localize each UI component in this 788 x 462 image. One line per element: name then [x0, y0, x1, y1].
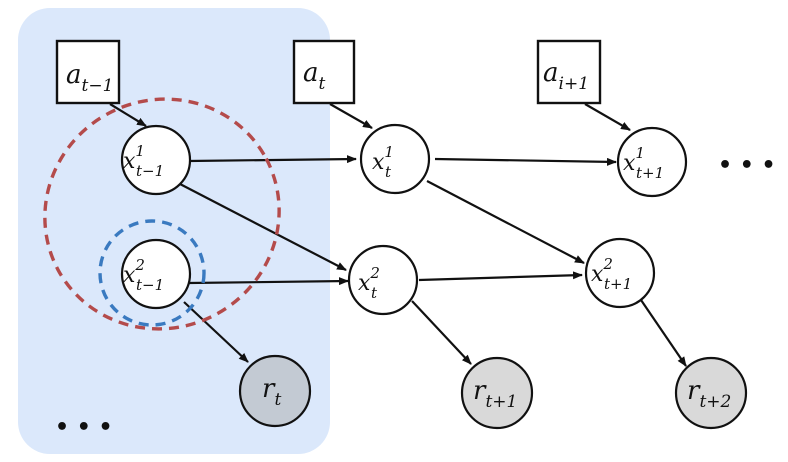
label-base: x: [123, 149, 136, 174]
label-base: r: [687, 376, 701, 406]
state-node-x2_tm1: x2 t−1: [120, 238, 192, 310]
state-node-x1_t: x1 t: [359, 123, 431, 195]
edge-x2_tm1-to-x2_t: [188, 277, 349, 286]
reward-node-r_tp1: rt+1: [460, 356, 534, 430]
label-sub: t+1: [485, 392, 517, 412]
label-base: r: [262, 374, 276, 404]
label-sup: 1: [635, 144, 645, 162]
label-sub: t−1: [82, 76, 114, 96]
edge-a_tp1-to-x1_tp1: [584, 103, 631, 131]
label-sup: 2: [602, 255, 613, 273]
red-dashed-grouping: [43, 97, 281, 331]
label-base: x: [591, 262, 604, 287]
label-sub: t+2: [699, 392, 731, 412]
svg-text:ai+1: ai+1: [543, 58, 589, 94]
label-sup: 2: [369, 264, 380, 282]
action-node-a_tp1: ai+1: [536, 39, 602, 105]
action-node-a_tm1: at−1: [55, 39, 121, 105]
state-node-x2_tp1: x2 t+1: [584, 237, 656, 309]
label-base: a: [543, 58, 559, 88]
svg-text:rt+2: rt+2: [687, 376, 731, 412]
label-sub: t−1: [136, 276, 164, 294]
label-sub: t+1: [604, 275, 632, 293]
ellipsis-right: • • •: [718, 153, 776, 178]
ellipsis-bottom-left: • • •: [55, 415, 113, 440]
label-base: x: [123, 263, 136, 288]
svg-text:x2t+1: x2 t+1: [591, 255, 632, 293]
edge-a_t-to-x1_t: [329, 103, 373, 129]
edge-x2_tm1-to-r_t: [183, 301, 249, 363]
edge-x1_t-to-x1_tp1: [434, 157, 617, 166]
label-sub: t: [385, 163, 392, 181]
state-node-x1_tm1: x1 t−1: [120, 124, 192, 196]
label-base: a: [66, 60, 82, 90]
svg-text:at: at: [303, 58, 326, 94]
edge-x1_tm1-to-x1_t: [188, 155, 357, 164]
label-sup: 1: [135, 142, 145, 160]
action-nodes: at−1 at ai+1: [55, 39, 602, 105]
label-sub: t: [274, 390, 281, 410]
edge-x1_tm1-to-x2_t: [179, 183, 347, 271]
edges: [109, 103, 687, 367]
action-node-a_t: at: [292, 39, 356, 105]
reward-nodes: rt rt+1 rt+2: [238, 354, 748, 430]
label-sub: t: [319, 74, 326, 94]
svg-text:x2t−1: x2 t−1: [123, 256, 164, 294]
reward-node-r_t: rt: [238, 354, 312, 428]
label-sub: i+1: [559, 74, 590, 94]
edge-x2_t-to-r_tp1: [411, 300, 472, 365]
svg-text:at−1: at−1: [66, 60, 113, 96]
svg-text:x1t: x1 t: [372, 143, 394, 181]
state-node-x1_tp1: x1 t+1: [616, 126, 688, 198]
label-sub: t+1: [636, 164, 664, 182]
svg-text:rt: rt: [262, 374, 281, 410]
edge-x2_t-to-x2_tp1: [418, 271, 583, 282]
edge-x1_t-to-x2_tp1: [426, 180, 585, 264]
svg-text:rt+1: rt+1: [473, 376, 517, 412]
label-base: a: [303, 58, 319, 88]
edge-x2_tp1-to-r_tp2: [640, 299, 687, 367]
label-sup: 1: [384, 143, 394, 161]
reward-node-r_tp2: rt+2: [674, 356, 748, 430]
svg-text:x1t+1: x1 t+1: [623, 144, 664, 182]
label-base: x: [372, 150, 385, 175]
edge-a_tm1-to-x1_tm1: [109, 103, 147, 127]
label-base: x: [358, 271, 371, 296]
svg-text:x1t−1: x1 t−1: [123, 142, 164, 180]
state-node-x2_t: x2 t: [347, 244, 419, 316]
blue-dashed-grouping: [98, 219, 206, 327]
label-sup: 2: [134, 256, 145, 274]
label-sub: t−1: [136, 162, 164, 180]
label-base: x: [623, 151, 636, 176]
label-base: r: [473, 376, 487, 406]
svg-text:x2t: x2 t: [358, 264, 380, 302]
label-sub: t: [371, 284, 378, 302]
